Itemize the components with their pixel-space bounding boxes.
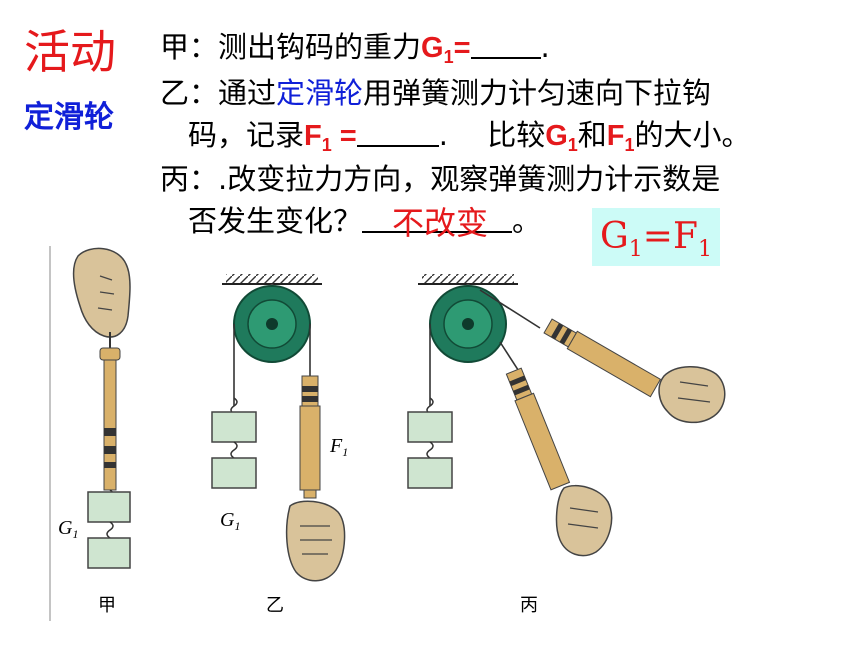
spring-scale-yi	[299, 375, 321, 499]
compare-text: 比较	[487, 118, 546, 152]
weight-jia-1	[87, 491, 131, 523]
weight-yi-1	[211, 411, 257, 443]
step-bing-text1: .改变拉力方向，观察弹簧测力计示数是	[218, 162, 721, 196]
spring-scale-bing-right	[543, 318, 662, 398]
compare-f1: F1	[606, 120, 635, 155]
activity-title: 活动	[24, 25, 116, 79]
step-jia-end: .	[540, 30, 550, 64]
weight-bing-1	[407, 411, 453, 443]
step-jia-label: 甲：	[160, 30, 219, 64]
compare-and: 和	[577, 118, 607, 152]
ceiling-bing	[422, 274, 514, 284]
compare-end: 的大小。	[634, 118, 751, 152]
activity-subtitle: 定滑轮	[24, 100, 114, 135]
g1-blank	[470, 31, 541, 59]
answer-blank	[362, 205, 513, 233]
step-jia: 甲：测出钩码的重力G1=.	[160, 30, 550, 74]
spring-scale-bing-down	[505, 367, 571, 491]
step-bing-label: 丙：	[160, 162, 219, 196]
g1-variable: G1=	[421, 32, 471, 67]
result-box: G1=F1	[592, 208, 720, 266]
fixed-pulley-term: 定滑轮	[276, 76, 364, 110]
weight-jia-2	[87, 537, 131, 569]
hand-icon	[658, 366, 726, 424]
label-jia: 甲	[98, 595, 116, 616]
step-bing-text2: 否发生变化？	[188, 204, 363, 238]
step-yi-end: .	[438, 118, 448, 152]
step-yi: 乙：通过定滑轮用弹簧测力计匀速向下拉钩	[160, 76, 711, 110]
g1-label-jia: G1	[58, 517, 78, 541]
ceiling-yi	[226, 274, 318, 284]
f1-variable: F1 =	[304, 120, 357, 155]
step-yi-line2: 码，记录F1 =. 比较G1和F1的大小。	[188, 118, 751, 162]
weight-bing-2	[407, 457, 453, 489]
spring-scale-jia	[99, 347, 121, 491]
step-bing-end: 。	[512, 204, 542, 238]
step-jia-text: 测出钩码的重力	[218, 30, 422, 64]
f1-blank	[356, 119, 439, 147]
g1-label-yi: G1	[220, 509, 240, 533]
f1-label-yi: F1	[329, 435, 348, 459]
setup-yi: G1 F1 乙	[211, 274, 348, 616]
answer-text: 不改变	[392, 204, 489, 242]
step-bing: 丙：.改变拉力方向，观察弹簧测力计示数是	[160, 162, 720, 196]
hand-icon	[555, 484, 613, 557]
step-yi-text1: 通过	[218, 76, 277, 110]
compare-g1: G1	[545, 120, 578, 155]
label-yi: 乙	[266, 595, 284, 616]
step-yi-text2: 用弹簧测力计匀速向下拉钩	[363, 76, 712, 110]
hand-icon	[72, 247, 131, 338]
setup-jia: G1 甲	[58, 247, 131, 616]
pulley-bing	[429, 285, 507, 363]
step-yi-line2-text: 码，记录	[188, 118, 305, 152]
hand-icon	[285, 500, 346, 582]
weight-yi-2	[211, 457, 257, 489]
setup-bing: 丙	[407, 274, 726, 616]
pulley-figure: G1 甲 G1 F	[49, 246, 726, 621]
step-bing-line2: 否发生变化？ 。	[188, 204, 541, 238]
step-yi-label: 乙：	[160, 76, 219, 110]
label-bing: 丙	[520, 595, 538, 616]
pulley-yi	[233, 285, 311, 363]
